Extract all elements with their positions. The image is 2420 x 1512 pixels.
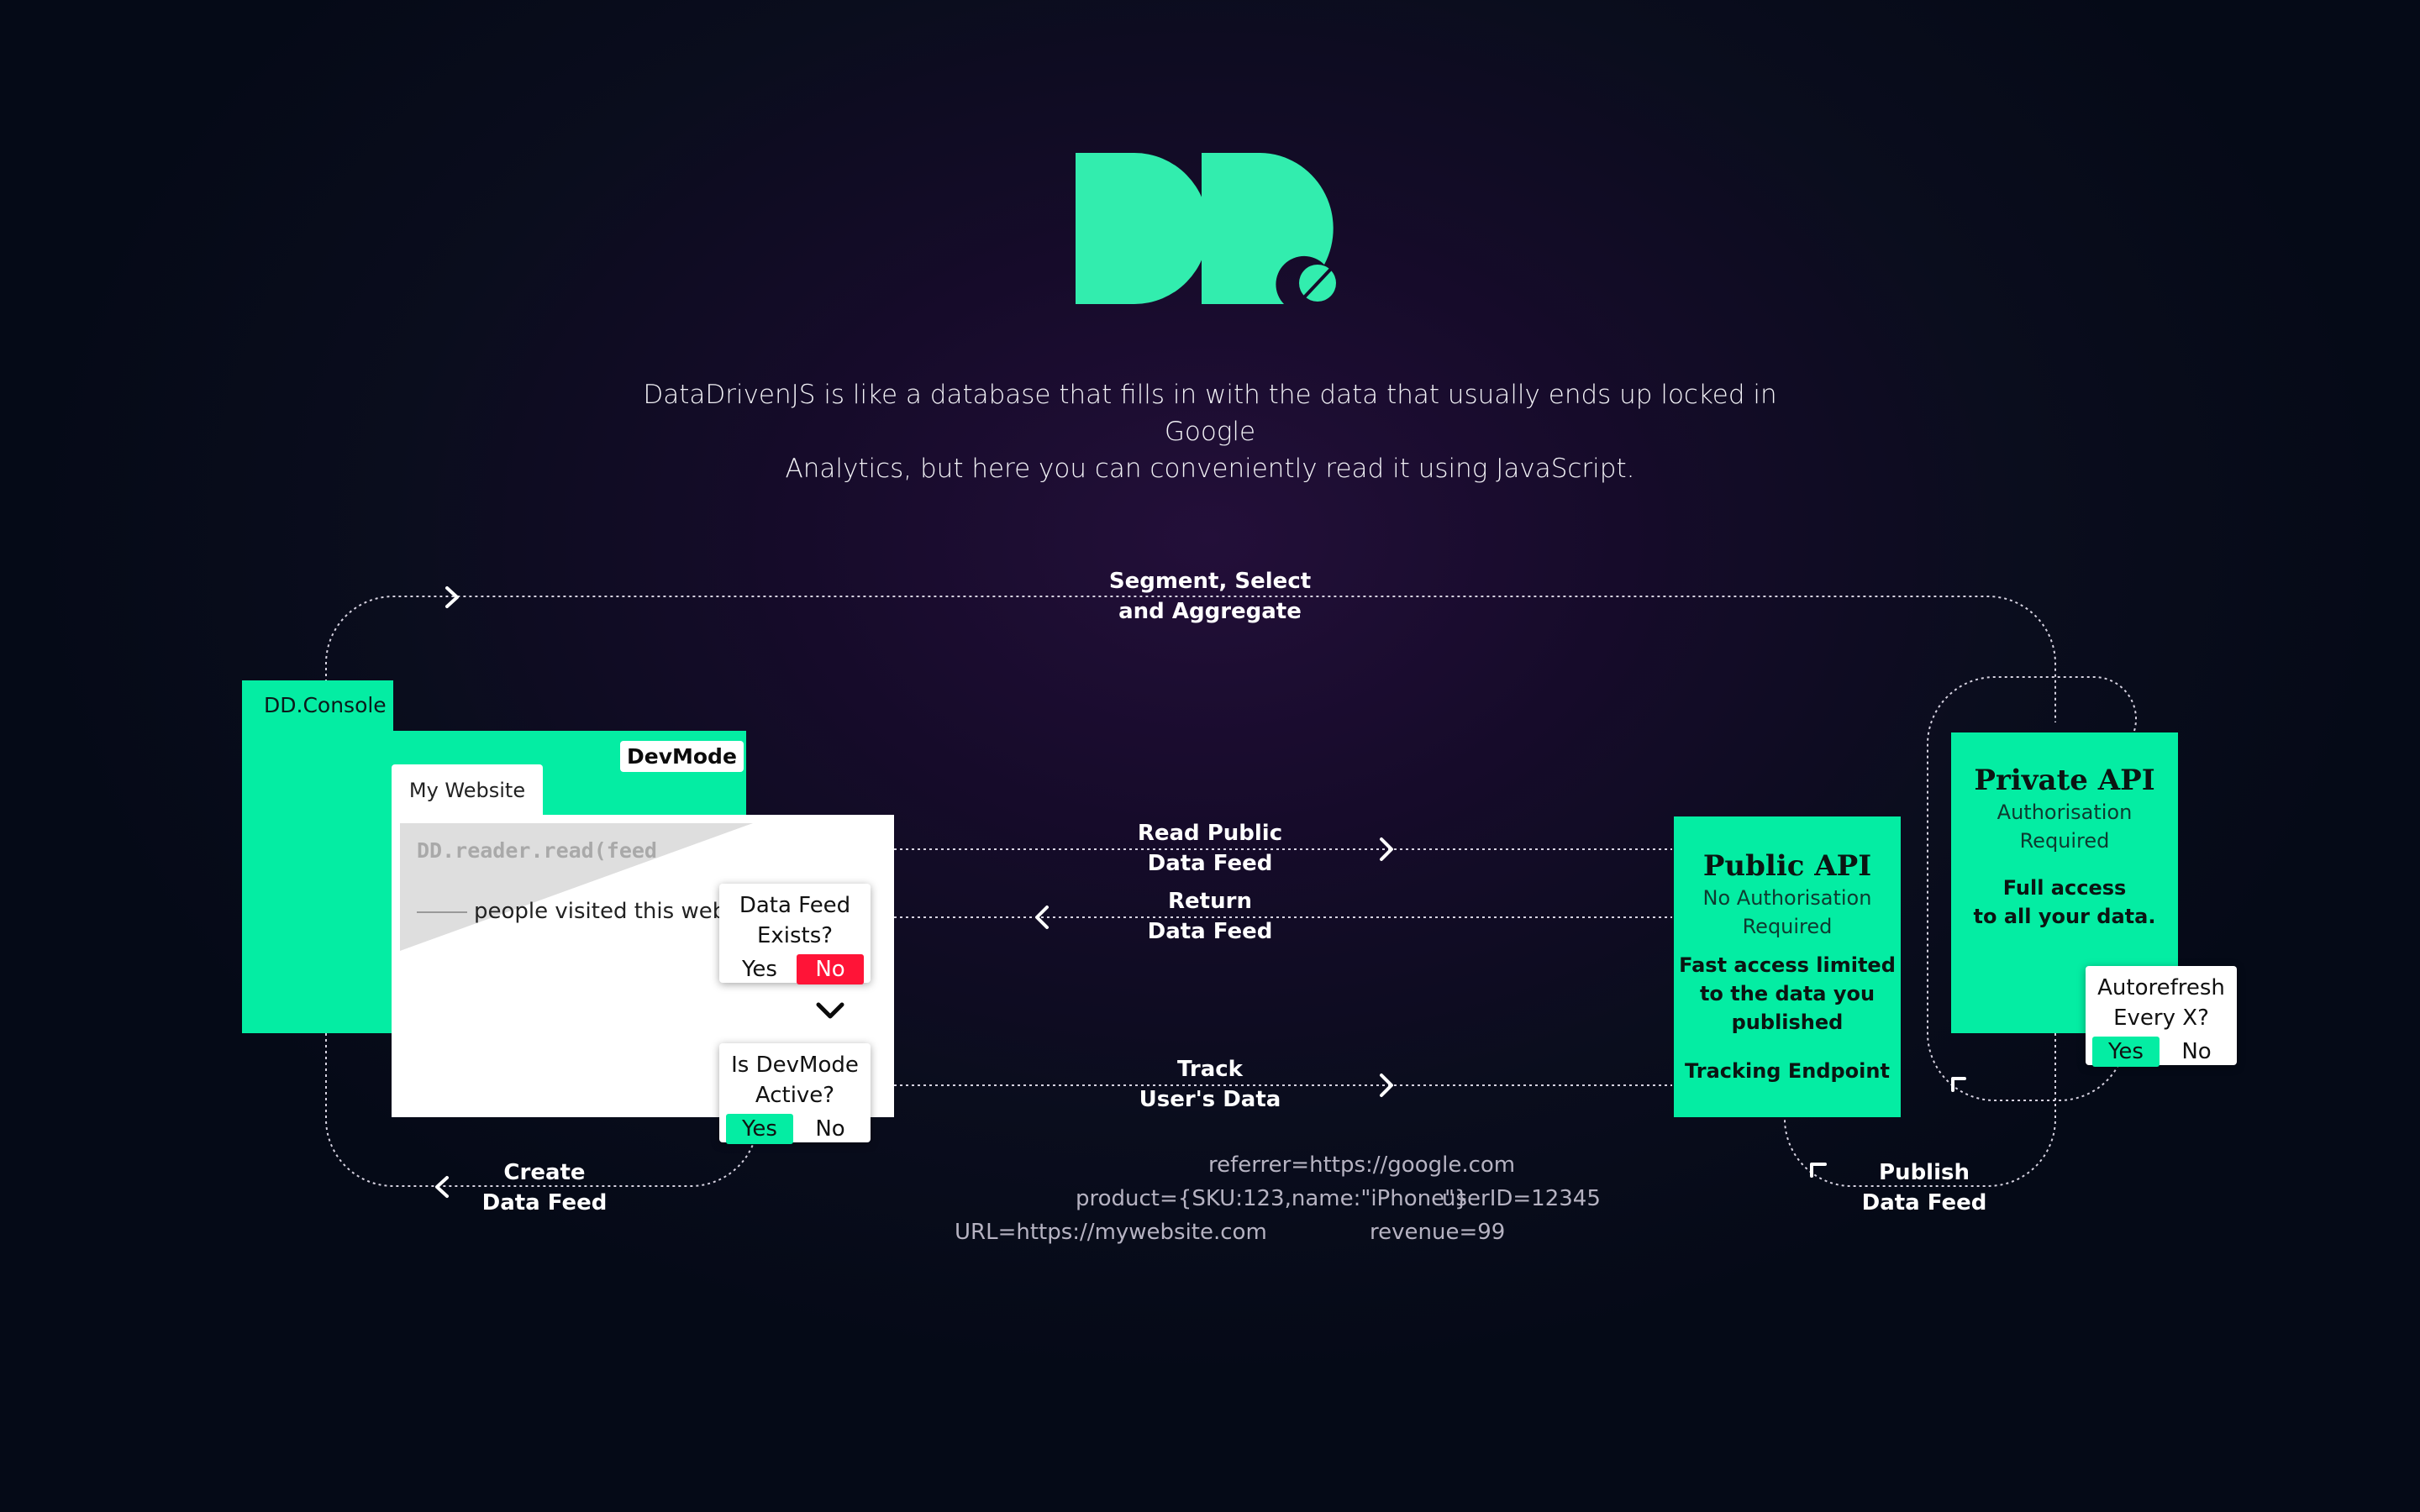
label-read-public: Read Public Data Feed [1137,821,1283,876]
visitors-text: people visited this website [417,899,719,924]
label-return-feed: Return Data Feed [1147,889,1273,944]
chevron-down-icon [816,1002,844,1019]
blank-value [417,911,467,913]
website-tab[interactable]: My Website [392,764,543,816]
arrow-create-icon [435,1176,449,1198]
arrow-segment-icon [445,586,459,608]
intro-text: DataDrivenJS is like a database that fil… [622,376,1798,487]
feed-exists-yes-option[interactable]: Yes [742,957,777,982]
connector-private [1927,675,2137,1102]
console-panel [242,680,393,1033]
arrow-read-icon [1380,837,1393,861]
connector-segment [325,596,2056,722]
arrow-track-icon [1380,1074,1393,1097]
label-segment: Segment, Select and Aggregate [1108,569,1312,624]
payload-user-id: userID=12345 [1442,1186,1601,1211]
card-feed-exists: Data Feed Exists? Yes No [719,884,871,984]
code-snippet: DD.reader.read(feed [417,838,657,863]
intro-line-1: DataDrivenJS is like a database that fil… [643,380,1777,447]
public-api-title: Public API [1702,849,1872,883]
arrow-publish-icon [1810,1163,1827,1178]
intro-line-2: Analytics, but here you can conveniently… [785,454,1635,484]
label-publish-feed: Publish Data Feed [1861,1160,1987,1215]
payload-product: product={SKU:123,name:"iPhone"} [1076,1186,1469,1211]
arrow-private-icon [1951,1077,1966,1092]
autorefresh-no-option[interactable]: No [2181,1039,2212,1064]
private-api-title: Private API [1974,764,2155,797]
card-devmode-active: Is DevMode Active? Yes No [719,1043,871,1144]
payload-revenue: revenue=99 [1370,1220,1506,1245]
payload-url: URL=https://mywebsite.com [955,1220,1267,1245]
payload-referrer: referrer=https://google.com [1208,1152,1516,1178]
tracking-endpoint-label: Tracking Endpoint [1685,1059,1890,1083]
public-api-card: Public API No Authorisation Required Fas… [1674,816,1901,1117]
devmode-yes-option[interactable]: Yes [726,1114,793,1144]
autorefresh-yes-option[interactable]: Yes [2092,1037,2160,1067]
label-track: Track User's Data [1139,1057,1281,1112]
label-create-feed: Create Data Feed [481,1160,608,1215]
arrow-return-icon [1035,906,1049,929]
dd-logo [1076,153,1336,304]
feed-exists-no-option[interactable]: No [797,954,864,984]
devmode-badge[interactable]: DevMode [620,741,744,772]
devmode-no-option[interactable]: No [815,1116,845,1142]
console-tab-label: DD.Console [264,693,387,717]
card-autorefresh: Autorefresh Every X? Yes No [2086,966,2237,1067]
